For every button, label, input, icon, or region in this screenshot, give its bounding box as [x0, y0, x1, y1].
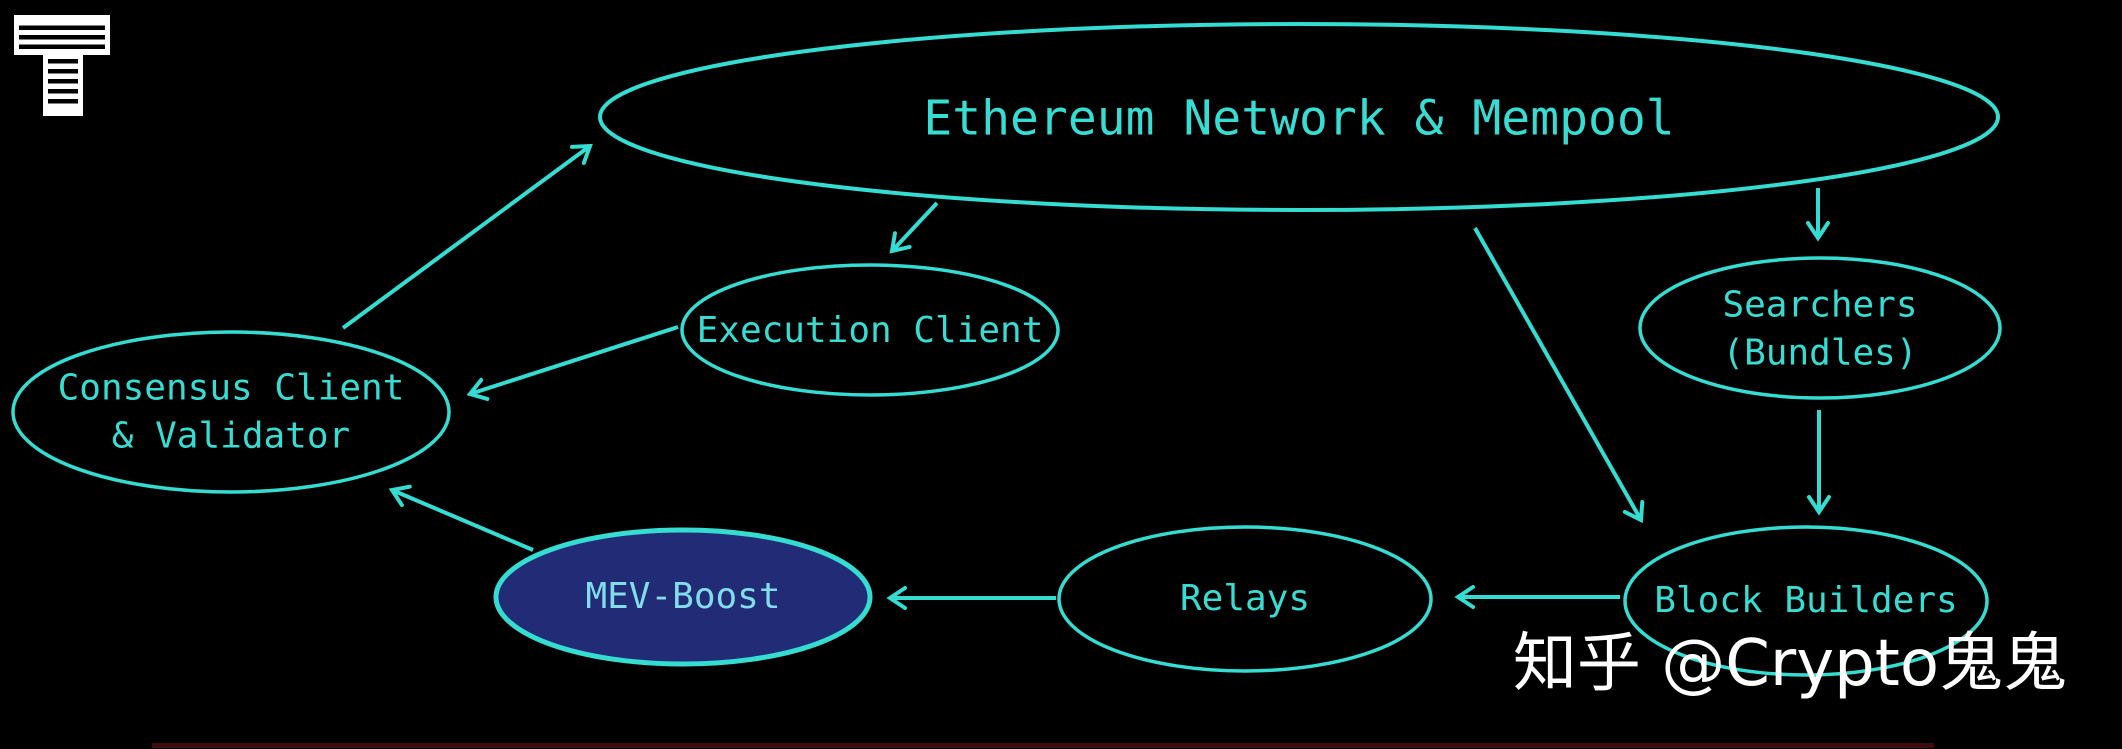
arrow-mevboost-to-consensus — [388, 484, 534, 552]
consensus-client-ellipse — [11, 330, 451, 494]
execution-client-ellipse — [680, 263, 1060, 397]
block-builders-label: Block Builders — [1654, 580, 1958, 622]
searchers-label: Searchers (Bundles) — [1722, 284, 1918, 373]
consensus-client-label: Consensus Client & Validator — [57, 367, 405, 456]
arrow-network-to-execution — [889, 201, 939, 254]
arrow-consensus-to-network — [341, 143, 593, 330]
arrow-execution-to-consensus — [466, 325, 679, 401]
searchers-ellipse — [1638, 256, 2002, 400]
bottom-accent-strip — [152, 743, 1934, 748]
mev-boost-ellipse — [493, 527, 873, 667]
watermark-text: 知乎 @Crypto鬼鬼 — [1512, 627, 2067, 701]
striped-t-logo — [14, 15, 110, 116]
network-label: Ethereum Network & Mempool — [923, 90, 1675, 147]
relays-ellipse — [1057, 525, 1433, 673]
arrow-network-to-builders — [1473, 227, 1645, 524]
block-builders-ellipse — [1623, 525, 1989, 677]
network-ellipse — [598, 22, 2000, 212]
relays-label: Relays — [1179, 578, 1311, 620]
mev-boost-label: MEV-Boost — [585, 576, 781, 618]
execution-client-label: Execution Client — [696, 310, 1044, 352]
